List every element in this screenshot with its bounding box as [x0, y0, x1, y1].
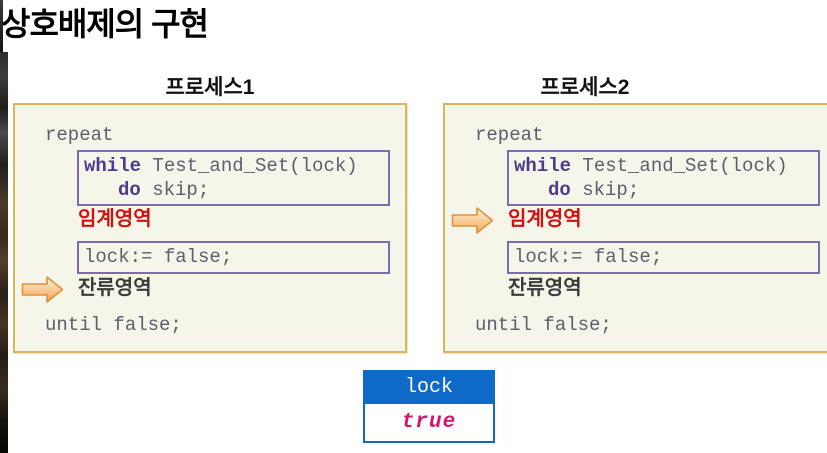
process-1-label: 프로세스1	[165, 76, 255, 99]
critical-section-label: 임계영역	[508, 208, 582, 230]
critical-section-label: 임계영역	[78, 208, 152, 230]
while-keyword: while	[514, 155, 572, 177]
lock-release-box: lock:= false;	[77, 241, 390, 274]
while-line: while Test_and_Set(lock)	[84, 154, 383, 178]
busy-wait-box: while Test_and_Set(lock) do skip;	[77, 150, 390, 206]
while-argument: Test_and_Set(lock)	[141, 155, 358, 177]
release-line: lock:= false;	[514, 246, 663, 268]
repeat-statement: repeat	[45, 124, 114, 146]
do-keyword: do	[118, 179, 141, 201]
page-title: 상호배제의 구현	[1, 6, 209, 42]
release-line: lock:= false;	[84, 246, 233, 268]
do-argument: skip;	[570, 179, 640, 201]
lock-release-box: lock:= false;	[507, 241, 820, 274]
do-argument: skip;	[140, 179, 210, 201]
do-keyword: do	[548, 179, 571, 201]
repeat-statement: repeat	[475, 124, 544, 146]
left-edge-strip	[0, 52, 8, 453]
while-argument: Test_and_Set(lock)	[571, 155, 788, 177]
busy-wait-box: while Test_and_Set(lock) do skip;	[507, 150, 820, 206]
process-2-label: 프로세스2	[540, 76, 630, 99]
lock-variable-table: lock true	[363, 370, 495, 443]
process-2-box: repeat while Test_and_Set(lock) do skip;…	[443, 103, 827, 353]
block-arrow-right-icon	[21, 276, 64, 303]
until-statement: until false;	[475, 314, 612, 336]
do-line: do skip;	[84, 178, 383, 202]
remainder-section-label: 잔류영역	[78, 277, 152, 299]
lock-table-value: true	[365, 404, 493, 441]
block-arrow-right-icon	[451, 207, 494, 234]
while-keyword: while	[84, 155, 142, 177]
lock-table-header: lock	[365, 372, 493, 404]
process-1-box: repeat while Test_and_Set(lock) do skip;…	[13, 103, 407, 353]
left-edge-line	[0, 0, 3, 52]
remainder-section-label: 잔류영역	[508, 277, 582, 299]
while-line: while Test_and_Set(lock)	[514, 154, 813, 178]
until-statement: until false;	[45, 314, 182, 336]
do-line: do skip;	[514, 178, 813, 202]
